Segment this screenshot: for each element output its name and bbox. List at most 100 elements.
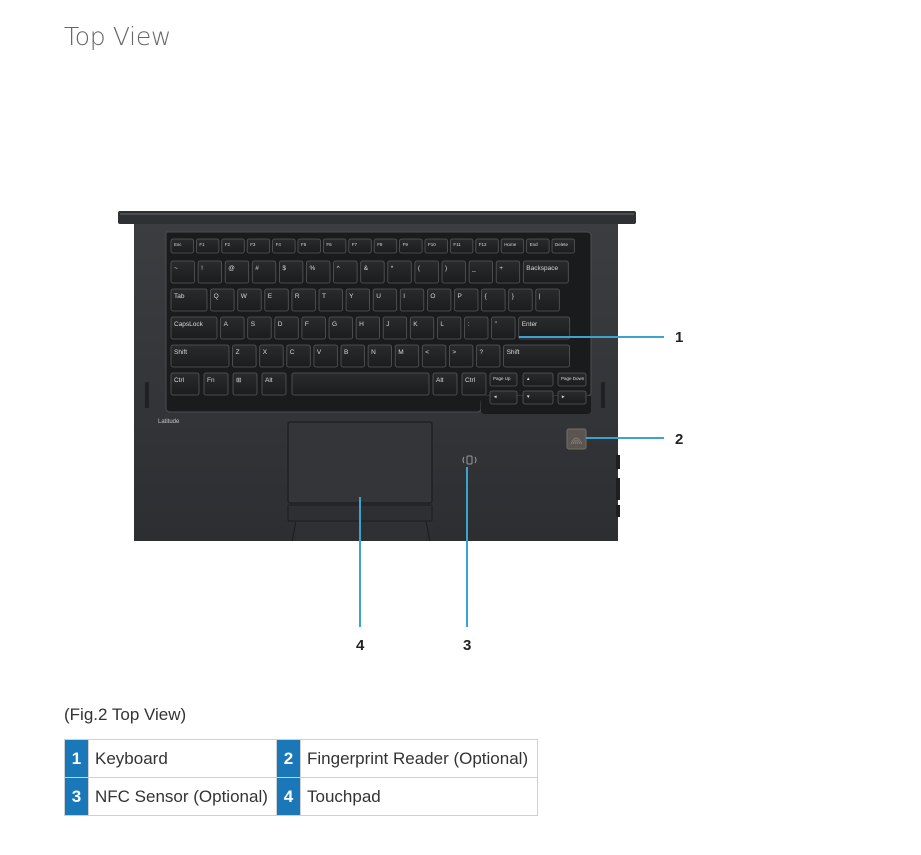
- keyboard-key-label: Backspace: [526, 265, 558, 272]
- keyboard-key: [224, 260, 250, 284]
- keyboard-key-label: @: [228, 265, 235, 272]
- keyboard-key: [170, 316, 218, 340]
- keyboard-key-label: &: [364, 265, 369, 272]
- function-key: [170, 238, 194, 254]
- brand-logo: Latitude: [158, 419, 180, 425]
- speaker-slot-right: [601, 382, 605, 408]
- keyboard-key: [476, 344, 501, 368]
- legend-number: 4: [276, 777, 301, 816]
- keyboard-key-label: F3: [250, 242, 256, 247]
- function-key: [399, 238, 423, 254]
- keyboard-key-label: ^: [337, 265, 341, 272]
- function-key: [500, 238, 525, 254]
- keyboard-key: [557, 372, 587, 387]
- keyboard-key: [382, 316, 408, 340]
- keyboard-key-label: F4: [276, 242, 282, 247]
- legend-table: 1 Keyboard 2 Fingerprint Reader (Optiona…: [64, 739, 538, 816]
- keyboard-key-label: Z: [236, 349, 240, 356]
- keyboard-key-label: ►: [561, 394, 565, 399]
- keyboard-key: [232, 344, 257, 368]
- keyboard-key: [251, 260, 277, 284]
- function-key: [195, 238, 220, 254]
- keyboard-key-label: #: [255, 265, 259, 272]
- keyboard-key-label: $: [282, 265, 286, 272]
- legend-row: 3 NFC Sensor (Optional) 4 Touchpad: [64, 777, 538, 816]
- keyboard-key: [203, 372, 229, 396]
- keyboard-key: [237, 288, 262, 312]
- keyboard-key-label: ?: [480, 349, 484, 356]
- keyboard-key: [232, 372, 258, 396]
- keyboard-key: [454, 288, 479, 312]
- keyboard-key: [522, 372, 554, 387]
- keyboard-key-label: }: [512, 293, 515, 300]
- keyboard-key-label: F5: [301, 242, 307, 247]
- keyboard-key: [197, 260, 223, 284]
- keyboard-key-label: ): [445, 265, 447, 272]
- keyboard-key-label: ~: [174, 265, 178, 272]
- keyboard-key: [495, 260, 521, 284]
- keyboard-key: [394, 344, 420, 368]
- legend-row: 1 Keyboard 2 Fingerprint Reader (Optiona…: [64, 739, 538, 778]
- keyboard-key: [503, 344, 571, 368]
- keyboard-key-label: Q: [214, 293, 219, 300]
- keyboard-key: [481, 288, 506, 312]
- keyboard-key-label: Shift: [174, 349, 187, 356]
- keyboard-key-label: C: [290, 349, 295, 356]
- keyboard-key-label: ◄: [493, 394, 497, 399]
- keyboard-key-label: F9: [403, 242, 409, 247]
- keyboard-key-label: <: [425, 349, 429, 356]
- keyboard-key: [409, 316, 435, 340]
- keyboard-key: [247, 316, 272, 340]
- legend-label: Keyboard: [88, 739, 277, 778]
- keyboard-key-label: L: [440, 321, 444, 328]
- keyboard-key: [170, 288, 208, 312]
- keyboard-key-label: >: [452, 349, 456, 356]
- keyboard-key: [259, 344, 284, 368]
- keyboard-key-label: N: [371, 349, 376, 356]
- keyboard-key-label: Enter: [522, 321, 538, 328]
- keyboard-key-label: Home: [504, 242, 517, 247]
- keyboard-key-label: D: [278, 321, 283, 328]
- arrow-key: [522, 390, 554, 405]
- keyboard-key: [170, 372, 200, 396]
- keyboard-key-label: Fn: [207, 377, 215, 384]
- keyboard-key-label: E: [268, 293, 273, 300]
- keyboard-key-label: F6: [326, 242, 332, 247]
- keyboard-key-label: F2: [225, 242, 231, 247]
- keyboard-key-label: A: [224, 321, 229, 328]
- keyboard-key: [468, 260, 494, 284]
- keyboard-key-label: Ctrl: [465, 377, 476, 384]
- keyboard-key: [286, 344, 311, 368]
- keyboard-key: [220, 316, 245, 340]
- keyboard-key-label: F12: [479, 242, 487, 247]
- fingerprint-icon: [570, 437, 583, 445]
- speaker-slot-left: [145, 382, 149, 408]
- keyboard-key-label: X: [263, 349, 268, 356]
- keyboard-key: [170, 260, 195, 284]
- keyboard-key-label: V: [317, 349, 322, 356]
- keyboard-key: [278, 260, 304, 284]
- keyboard-key-label: *: [391, 265, 394, 272]
- side-port: [616, 478, 620, 500]
- keyboard-key: [421, 344, 447, 368]
- fingerprint-reader: [566, 428, 587, 450]
- keyboard-key: [274, 316, 299, 340]
- keyboard-key-label: F1: [199, 242, 205, 247]
- figure-caption: (Fig.2 Top View): [64, 705, 187, 724]
- keyboard-key: [489, 372, 518, 387]
- touchpad: [287, 421, 433, 504]
- keyboard-key-label: F8: [377, 242, 383, 247]
- function-key: [322, 238, 347, 254]
- keyboard-key: [441, 260, 466, 284]
- keyboard-key-label: |: [539, 293, 541, 300]
- keyboard-key-label: Ctrl: [174, 377, 185, 384]
- keyboard-key: [432, 372, 458, 396]
- legend-label: Fingerprint Reader (Optional): [300, 739, 538, 778]
- keyboard-key: [328, 316, 353, 340]
- keyboard-key-label: O: [430, 293, 435, 300]
- function-key: [475, 238, 499, 254]
- keyboard-key: [355, 316, 381, 340]
- side-port: [616, 455, 620, 469]
